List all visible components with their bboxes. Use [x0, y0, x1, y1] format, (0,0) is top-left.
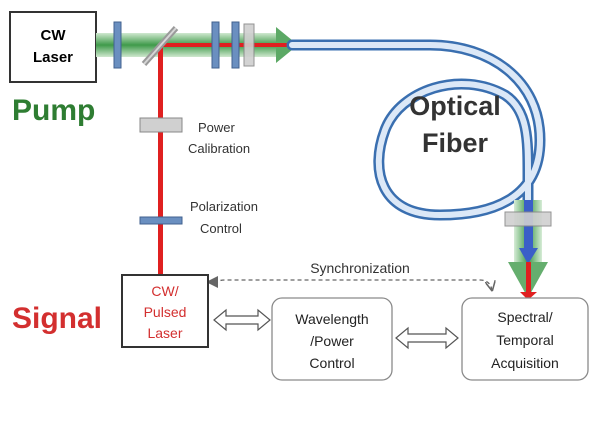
synchronization-line — [215, 279, 492, 290]
wavelength-power-control-label-line3: Control — [309, 355, 354, 371]
power-calibration-label-line2: Calibration — [188, 141, 250, 156]
signal-beam-horizontal — [160, 43, 290, 47]
signal-beam-vertical — [158, 45, 163, 275]
output-blue-arrowhead — [519, 248, 538, 264]
pump-label: Pump — [12, 94, 95, 127]
synchronization-label: Synchronization — [310, 260, 410, 276]
output-signal-beam — [526, 262, 531, 296]
output-signal-arrowhead — [520, 292, 537, 300]
spectral-temporal-acquisition-label-line3: Acquisition — [491, 355, 559, 371]
optical-fiber-label-line1: Optical — [409, 91, 501, 121]
pulsed-laser-label-line1: CW/ — [151, 283, 178, 299]
optical-fiber-core — [289, 42, 543, 218]
optical-fiber — [286, 39, 546, 221]
optical-fiber-label-line2: Fiber — [422, 128, 489, 158]
cw-laser-label-line2: Laser — [33, 49, 73, 66]
double-arrow-laser-wavelength — [213, 308, 271, 332]
pulsed-laser-label-line3: Laser — [147, 325, 182, 341]
double-arrow-wavelength-acquisition — [395, 326, 459, 350]
cw-laser-box — [9, 11, 97, 83]
pump-filter — [243, 23, 255, 67]
power-calibration-filter — [139, 117, 183, 133]
wavelength-power-control-label-line1: Wavelength — [295, 311, 368, 327]
spectral-temporal-acquisition-box — [461, 297, 589, 381]
spectral-temporal-acquisition-label-line2: Temporal — [496, 332, 554, 348]
signal-label: Signal — [12, 302, 102, 335]
wavelength-power-control-label-line2: /Power — [310, 333, 354, 349]
polarization-control-label-line2: Control — [200, 221, 242, 236]
polarization-control-plate — [139, 216, 183, 225]
polarization-control-label-line1: Polarization — [190, 199, 258, 214]
synchronization-arrow-left — [206, 276, 218, 288]
pump-waveplate-2 — [211, 21, 220, 69]
pulsed-laser-box — [121, 274, 209, 348]
spectral-temporal-acquisition-label-line1: Spectral/ — [497, 309, 552, 325]
pump-waveplate-1 — [113, 21, 122, 69]
power-calibration-label-line1: Power — [198, 120, 236, 135]
cw-laser-label-line1: CW — [41, 27, 67, 44]
wavelength-power-control-box — [271, 297, 393, 381]
dichroic-mirror-edge — [143, 27, 177, 65]
output-filter — [504, 211, 552, 227]
pulsed-laser-label-line2: Pulsed — [144, 304, 187, 320]
pump-waveplate-3 — [231, 21, 240, 69]
